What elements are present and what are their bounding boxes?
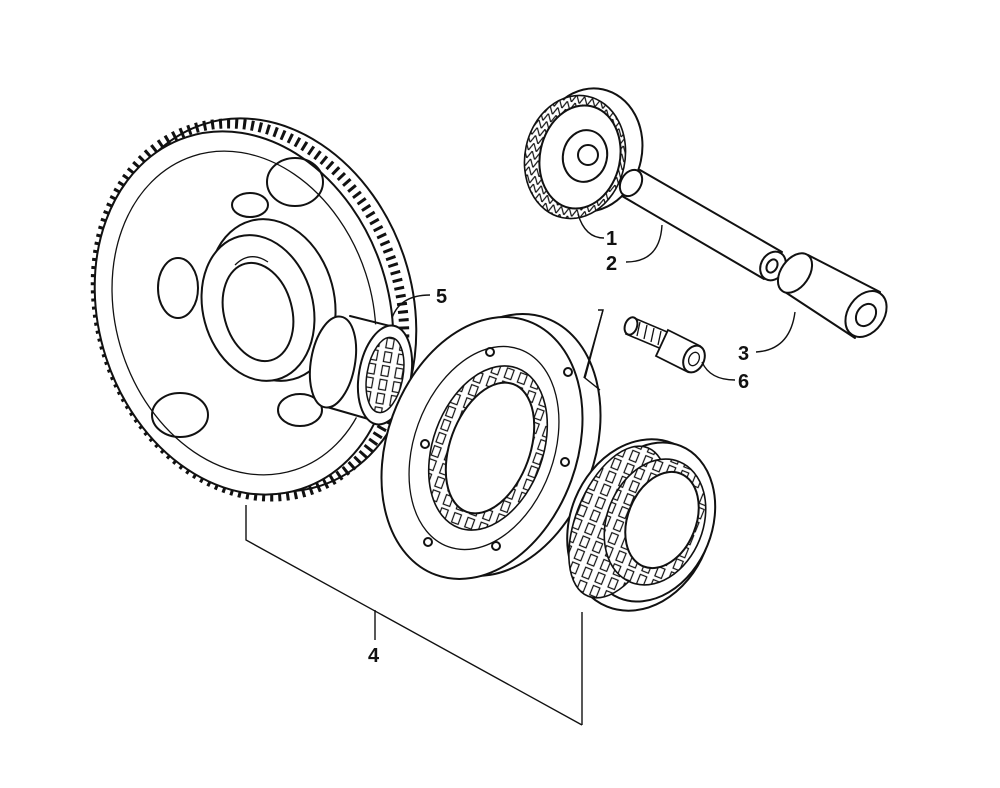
callout-4: 4 (368, 645, 380, 667)
callout-6: 6 (738, 371, 749, 393)
collar-part-3 (776, 252, 888, 340)
large-starter-gear (90, 117, 418, 502)
leader-lines (245, 213, 796, 726)
idler-gear-part-1 (523, 87, 644, 220)
bolt-part-6 (623, 316, 706, 374)
callout-2: 2 (606, 253, 617, 275)
callout-labels: 1 2 3 4 5 6 (368, 228, 749, 667)
needle-bearing-part-5 (308, 315, 414, 426)
callout-3: 3 (738, 343, 749, 365)
clutch-housing (380, 313, 602, 580)
shaft-part-2 (618, 168, 787, 282)
callout-5: 5 (436, 286, 447, 308)
callout-1: 1 (606, 228, 617, 250)
sprag-clutch-ring (566, 438, 717, 612)
